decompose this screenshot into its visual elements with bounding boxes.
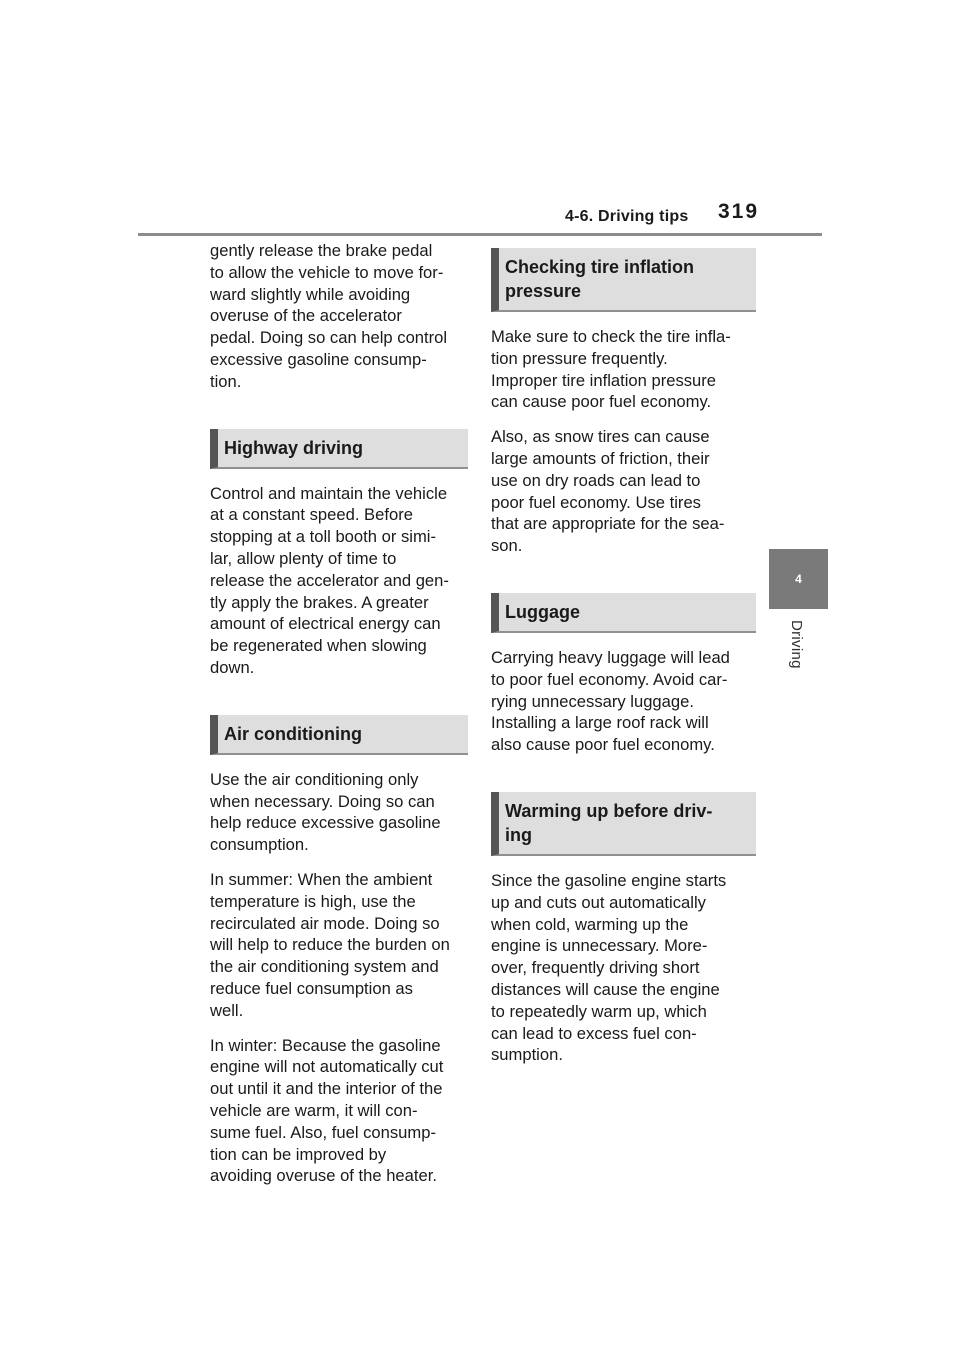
chapter-number: 4	[795, 572, 802, 586]
section-title: 4-6. Driving tips	[565, 208, 689, 225]
chapter-tab[interactable]: 4	[769, 549, 828, 609]
air-conditioning-heading: Air conditioning	[210, 714, 468, 755]
intro-paragraph: gently release the brake pedal to allow …	[210, 241, 448, 391]
tire-paragraph-2: Also, as snow tires can cause large amou…	[491, 427, 725, 556]
warming-up-heading: Warming up before driv- ing	[491, 791, 756, 856]
highway-driving-paragraph: Control and maintain the vehicle at a co…	[210, 483, 449, 677]
tire-pressure-heading: Checking tire inflation pressure	[491, 248, 756, 312]
header-divider	[138, 233, 822, 236]
page-number: 319	[718, 200, 760, 223]
left-column: gently release the brake pedal to allow …	[210, 240, 472, 1200]
right-column: Checking tire inflation pressure Make su…	[491, 248, 756, 1079]
highway-driving-heading: Highway driving	[210, 428, 468, 469]
ac-paragraph-1: Use the air conditioning only when neces…	[210, 769, 441, 855]
luggage-heading: Luggage	[491, 592, 756, 633]
chapter-label: Driving	[788, 620, 805, 669]
ac-paragraph-3: In winter: Because the gasoline engine w…	[210, 1035, 444, 1186]
warming-up-paragraph: Since the gasoline engine starts up and …	[491, 870, 727, 1065]
tire-paragraph-1: Make sure to check the tire infla- tion …	[491, 327, 731, 412]
luggage-paragraph: Carrying heavy luggage will lead to poor…	[491, 647, 730, 755]
ac-paragraph-2: In summer: When the ambient temperature …	[210, 869, 450, 1020]
